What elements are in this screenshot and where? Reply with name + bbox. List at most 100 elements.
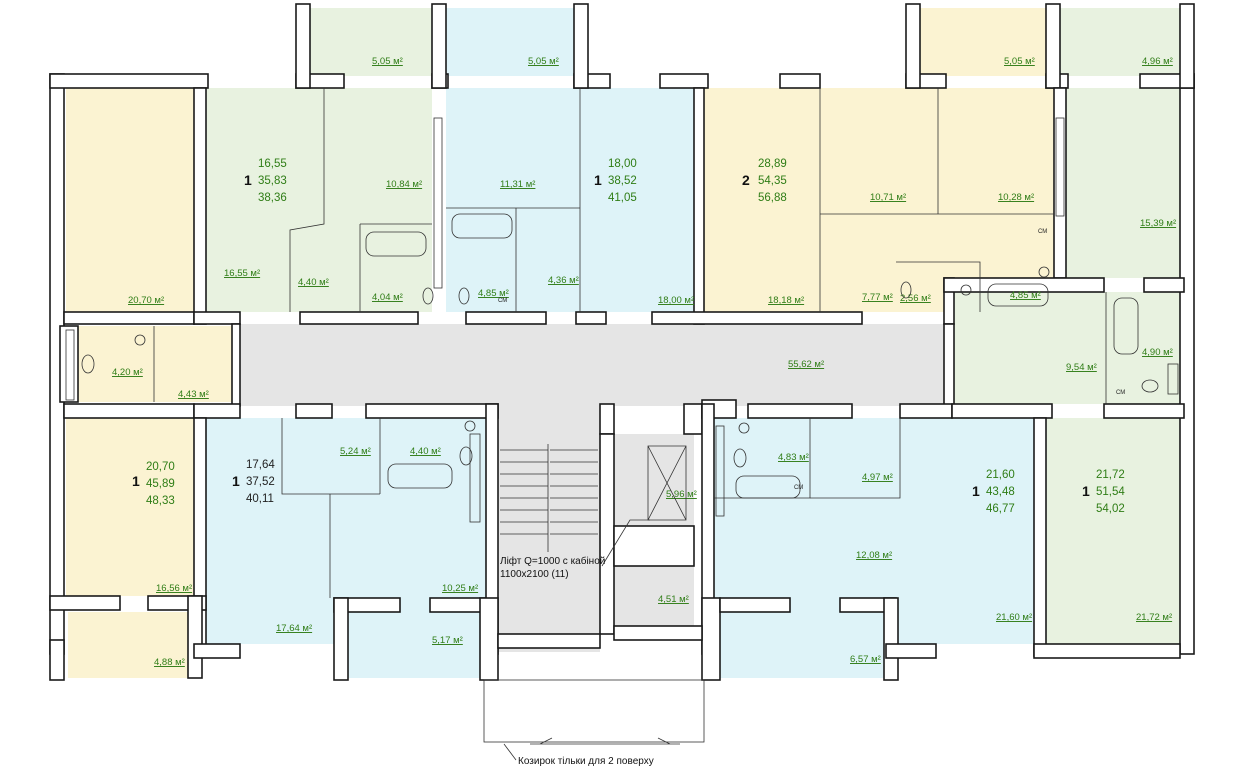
unit-total-area: 51,54: [1096, 486, 1125, 498]
toilet-icon: [81, 354, 95, 374]
wall: [193, 403, 241, 419]
toilet-icon: [458, 287, 470, 305]
room-area: 11,31 м²: [500, 179, 535, 190]
unit-gross-area: 40,11: [246, 493, 274, 505]
wall: [1143, 277, 1185, 293]
room-area: 5,05 м²: [528, 56, 559, 67]
room-area: 4,20 м²: [112, 367, 143, 378]
unit-room-count: 1: [232, 473, 240, 489]
wall: [659, 73, 709, 89]
washer-label: СМ: [794, 485, 803, 491]
bathtub-icon: [387, 463, 453, 489]
wall: [187, 595, 203, 679]
wall: [1179, 73, 1195, 655]
stair-flight: [500, 444, 598, 552]
unit-total-area: 37,52: [246, 476, 275, 488]
wall: [431, 3, 447, 89]
unit-living-area: 20,70: [146, 461, 175, 473]
partitions: [153, 88, 1107, 598]
unit-total-area: 43,48: [986, 486, 1015, 498]
wall: [299, 311, 419, 325]
room-area: 21,60 м²: [996, 612, 1032, 623]
wall: [943, 277, 1105, 293]
unit-room-count: 1: [244, 172, 252, 188]
washer-label: СМ: [498, 298, 507, 304]
canopy-leader: [503, 743, 517, 761]
wall: [747, 403, 853, 419]
entrance-door: [530, 737, 680, 745]
wall: [49, 639, 65, 681]
room-fill: [920, 8, 1048, 76]
wall: [465, 311, 547, 325]
room-area: 4,04 м²: [372, 292, 403, 303]
toilet-icon: [459, 446, 473, 466]
room-area: 5,05 м²: [1004, 56, 1035, 67]
room-area: 4,43 м²: [178, 389, 209, 400]
unit-living-area: 21,60: [986, 469, 1015, 481]
room-area: 4,96 м²: [1142, 56, 1173, 67]
washer-label: СМ: [1116, 390, 1125, 396]
wall: [951, 403, 1053, 419]
room-area: 20,70 м²: [128, 295, 164, 306]
partition: [289, 88, 325, 312]
wall: [49, 595, 121, 611]
room-area: 4,36 м²: [548, 275, 579, 286]
unit-block: 1 17,64 37,52 40,11: [232, 459, 275, 505]
room-fill: [720, 612, 884, 678]
room-area: 4,40 м²: [298, 277, 329, 288]
room-area: 12,08 м²: [856, 550, 892, 561]
bathtub-icon: [1113, 297, 1139, 355]
room-area: 5,05 м²: [372, 56, 403, 67]
wall: [479, 597, 499, 681]
wall: [573, 3, 589, 89]
room-area: 5,24 м²: [340, 446, 371, 457]
unit-blocks: 1 16,55 35,83 38,36 1 18,00 38,52 41,05 …: [132, 158, 1125, 515]
room-area: 4,90 м²: [1142, 347, 1173, 358]
room-area: 16,55 м²: [224, 268, 260, 279]
wall: [693, 87, 705, 325]
bathtub-icon: [987, 283, 1049, 307]
unit-living-area: 17,64: [246, 459, 275, 471]
window: [65, 329, 75, 401]
room-area: 16,56 м²: [156, 583, 192, 594]
unit-living-area: 21,72: [1096, 469, 1125, 481]
unit-room-count: 1: [1082, 483, 1090, 499]
room-fill: [1046, 418, 1180, 644]
wall: [333, 597, 349, 681]
wall: [1103, 403, 1185, 419]
window: [433, 117, 443, 289]
wall: [613, 525, 695, 567]
room-area: 4,83 м²: [778, 452, 809, 463]
wall: [193, 643, 241, 659]
wall: [295, 403, 333, 419]
partition: [281, 418, 380, 495]
room-fill: [348, 612, 480, 678]
room-fill: [206, 88, 432, 312]
washer-label: СМ: [1038, 229, 1047, 235]
room-fill: [66, 88, 194, 312]
wall: [1045, 3, 1061, 89]
sink-icon: [960, 284, 972, 296]
room-fill: [1066, 88, 1180, 278]
room-fill: [704, 88, 1054, 312]
fixtures: СМ СМ СМ СМ: [65, 117, 1179, 761]
stair-treads: [500, 444, 598, 552]
wall: [49, 73, 209, 89]
unit-gross-area: 54,02: [1096, 503, 1125, 515]
wall: [1179, 3, 1195, 89]
unit-total-area: 35,83: [258, 175, 287, 187]
unit-block: 1 20,70 45,89 48,33: [132, 461, 175, 507]
room-area: 7,77 м²: [862, 292, 893, 303]
room-fills: [62, 8, 1180, 678]
room-fill: [236, 324, 944, 406]
unit-room-count: 1: [132, 473, 140, 489]
sink-icon: [134, 334, 146, 346]
unit-gross-area: 46,77: [986, 503, 1015, 515]
room-area: 6,57 м²: [850, 654, 881, 665]
unit-block: 1 18,00 38,52 41,05: [594, 158, 637, 204]
wall: [701, 597, 721, 681]
wall: [779, 73, 821, 89]
room-fill: [446, 8, 574, 76]
wall: [295, 3, 311, 89]
